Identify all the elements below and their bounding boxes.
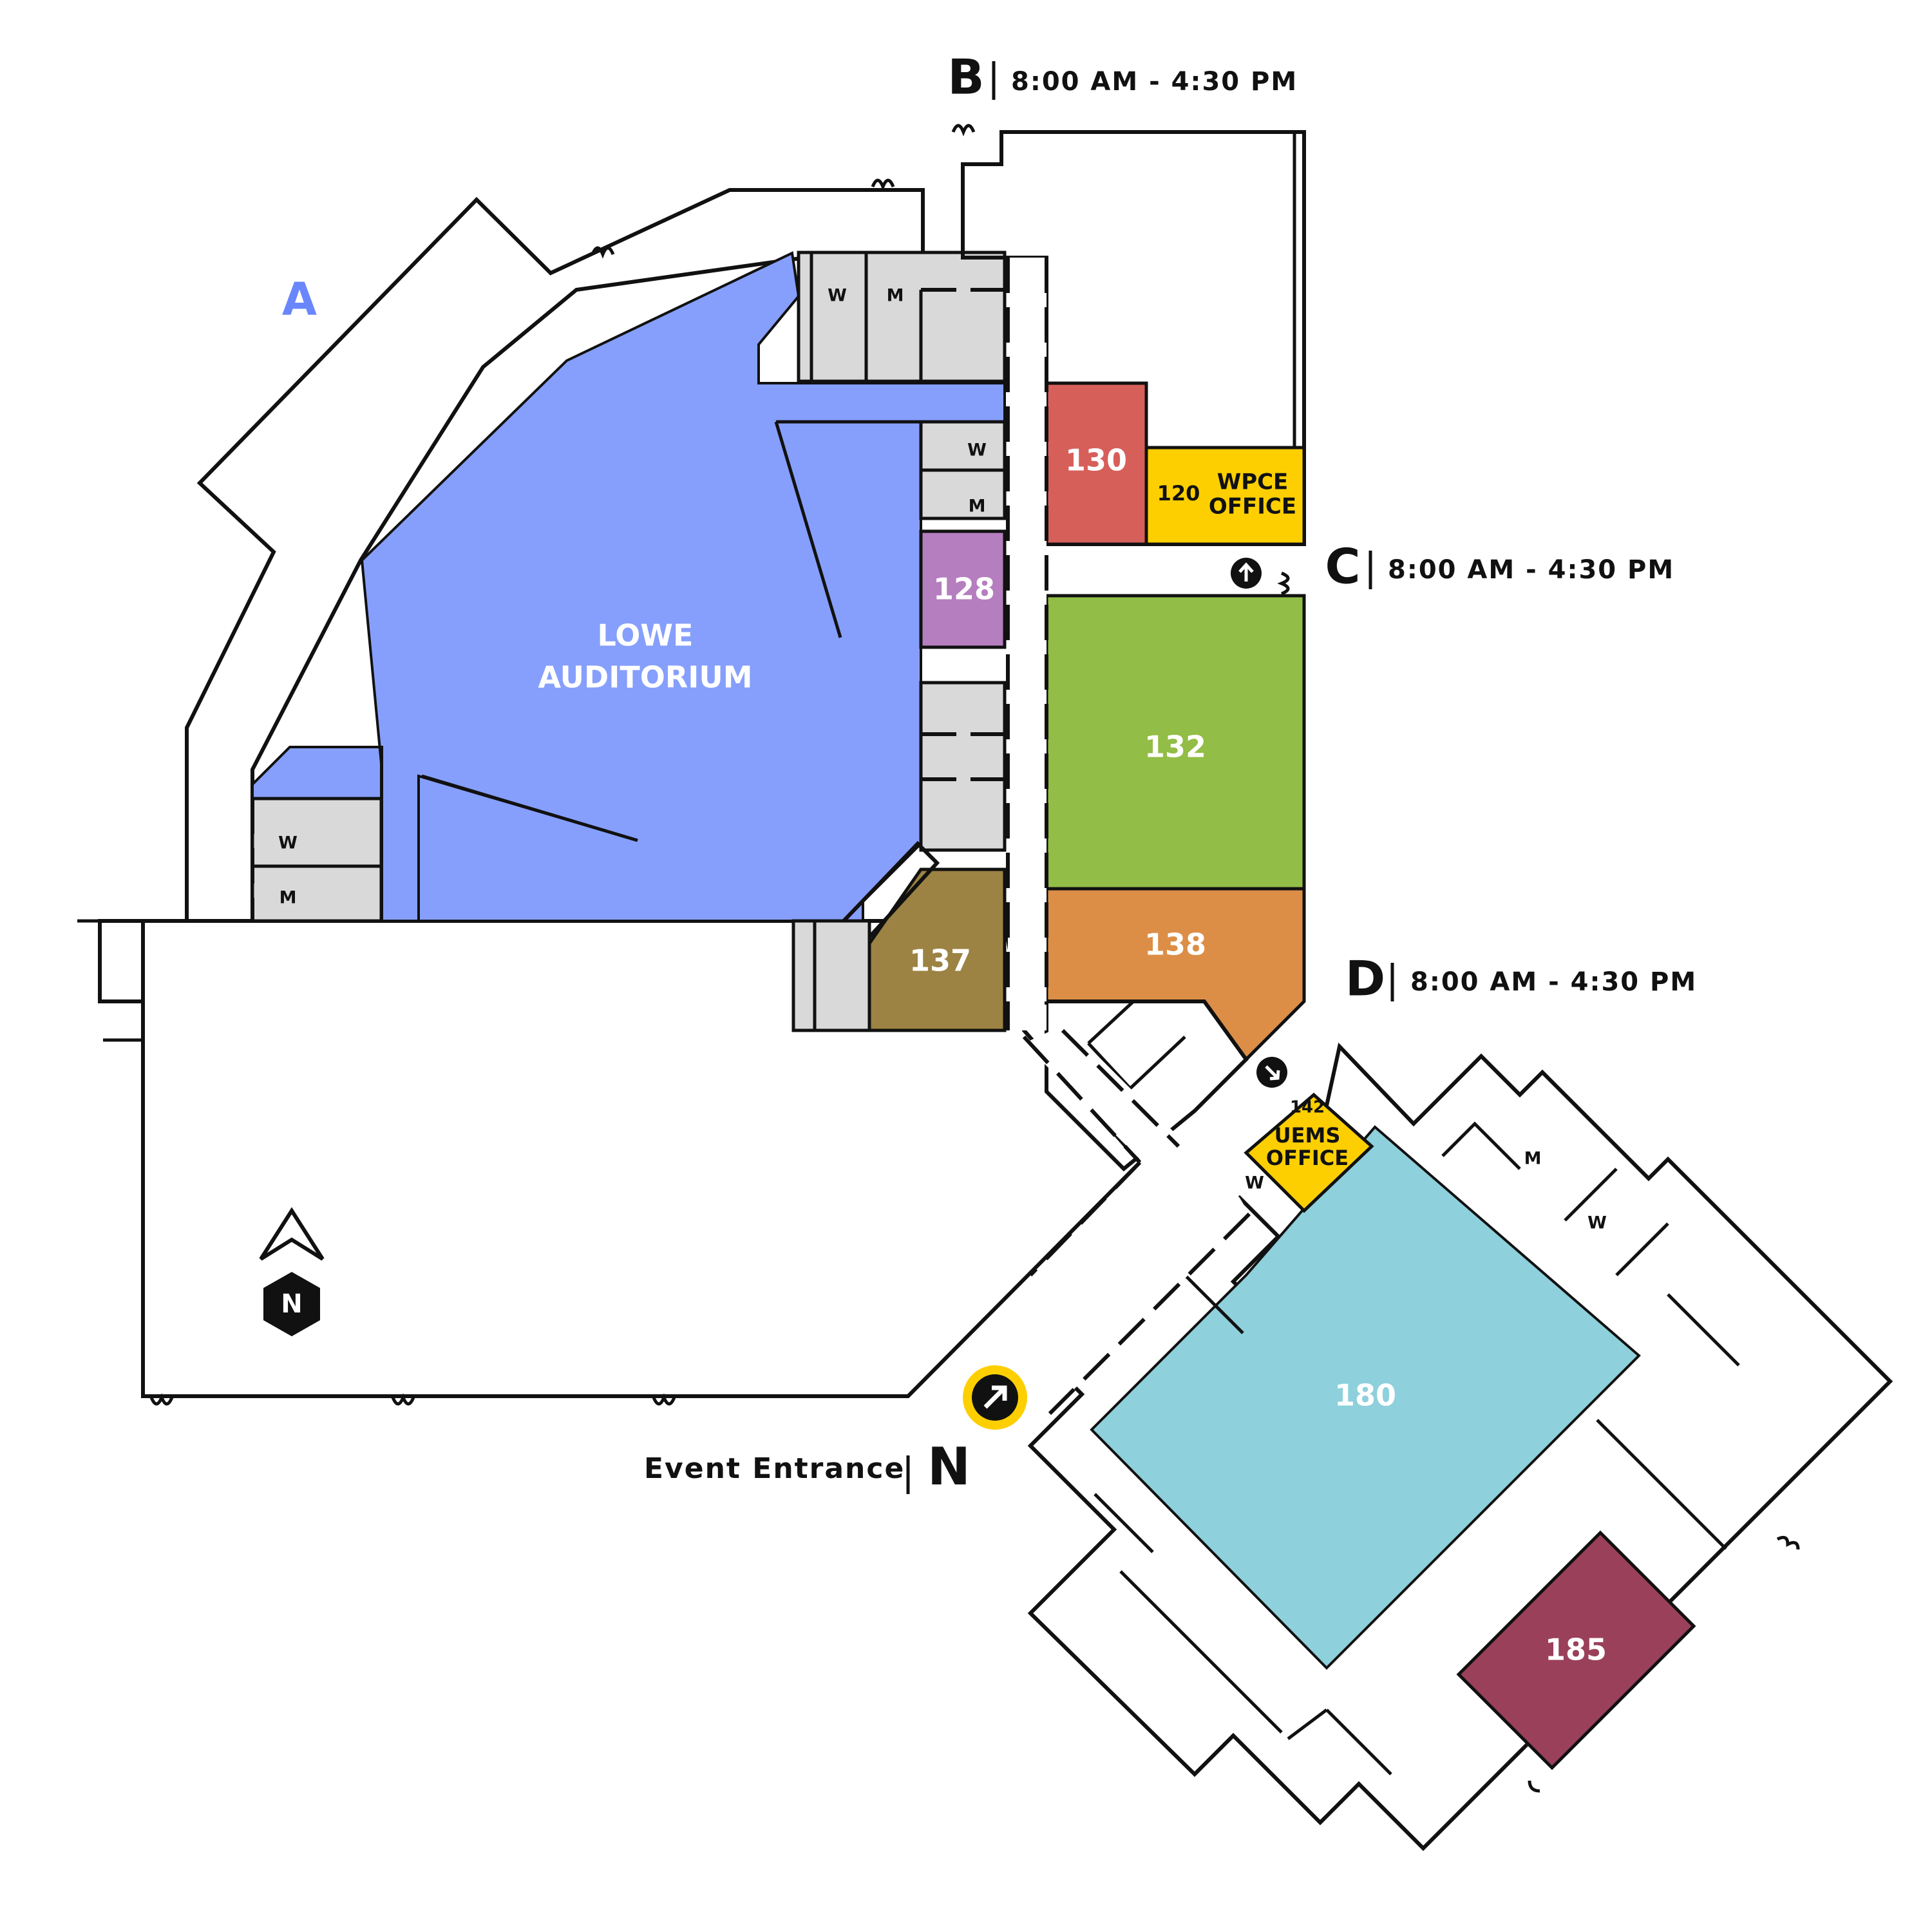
restroom-men-central: M <box>969 497 986 516</box>
room-185-label: 185 <box>1545 1633 1607 1667</box>
restroom-men-west: M <box>279 888 297 908</box>
room-130-label: 130 <box>1065 443 1127 478</box>
main-corridor <box>1008 258 1046 1030</box>
auditorium-aisle-line <box>421 774 638 842</box>
auditorium-aisle-line <box>774 421 842 638</box>
room-128-label: 128 <box>933 572 995 607</box>
lowe-auditorium-line1: LOWE <box>598 618 694 653</box>
arrow-up-right-icon <box>983 1385 1007 1409</box>
restroom-women-north: W <box>828 286 847 306</box>
room-132[interactable] <box>1045 594 1306 891</box>
room-120-label: 120 <box>1157 481 1200 506</box>
entrance-d-hours: 8:00 AM - 4:30 PM <box>1410 967 1697 997</box>
southeast-building-floor <box>1027 1042 1893 1852</box>
restroom-men-east: M <box>1524 1149 1542 1169</box>
north-service-block <box>797 251 1007 383</box>
compass-letter: N <box>281 1289 302 1319</box>
entrance-b-hours: 8:00 AM - 4:30 PM <box>1011 67 1298 97</box>
room-132-label: 132 <box>1144 730 1206 764</box>
restroom-women-west: W <box>278 833 298 853</box>
arrow-up-icon <box>1238 562 1254 582</box>
event-entrance-name: Event Entrance <box>644 1452 905 1485</box>
room-180[interactable] <box>1090 1125 1641 1670</box>
entrance-c-letter: C <box>1325 538 1360 595</box>
west-entry-wall <box>77 919 143 1042</box>
restroom-women-central: W <box>967 440 987 460</box>
west-restroom-block <box>251 797 383 923</box>
corridor-storage-rooms <box>919 681 1007 852</box>
entrance-n-letter: N <box>927 1437 971 1497</box>
restroom-women-east: W <box>1587 1213 1607 1233</box>
arrow-down-right-icon <box>1265 1065 1280 1081</box>
diagonal-corridor <box>1011 1024 1249 1420</box>
room-138-label: 138 <box>1144 927 1206 962</box>
uems-office-line1: UEMS <box>1274 1123 1341 1148</box>
room-185[interactable] <box>1456 1530 1696 1770</box>
entrance-a-letter: A <box>282 273 317 326</box>
room-142-label: 142 <box>1290 1098 1325 1117</box>
room-128[interactable] <box>919 529 1007 649</box>
lowe-auditorium-line2: AUDITORIUM <box>538 660 753 695</box>
rooms-below-138 <box>1045 999 1249 1172</box>
entrance-b-letter: B <box>947 49 984 106</box>
room-142-uems-office[interactable] <box>1244 1092 1374 1213</box>
restroom-women-southeast: W <box>1245 1173 1264 1193</box>
compass-badge <box>263 1272 320 1336</box>
north-arrow-icon <box>259 1207 325 1261</box>
room-130[interactable] <box>1045 381 1148 546</box>
room-137-label: 137 <box>909 943 971 978</box>
wpce-office-line1: WPCE <box>1217 469 1289 495</box>
entrance-c-hours: 8:00 AM - 4:30 PM <box>1388 555 1674 585</box>
restroom-men-north: M <box>887 286 904 306</box>
double-door-icon <box>149 124 1800 1793</box>
room-120-wpce-office[interactable] <box>1144 446 1306 546</box>
room-138[interactable] <box>1045 887 1306 1062</box>
wpce-office-line2: OFFICE <box>1209 494 1296 520</box>
west-entry-vestibule <box>98 919 145 1003</box>
room-137-annex <box>791 919 871 1032</box>
room-180-label: 180 <box>1334 1378 1396 1413</box>
entrance-d-letter: D <box>1345 951 1385 1007</box>
uems-office-line2: OFFICE <box>1266 1146 1349 1170</box>
